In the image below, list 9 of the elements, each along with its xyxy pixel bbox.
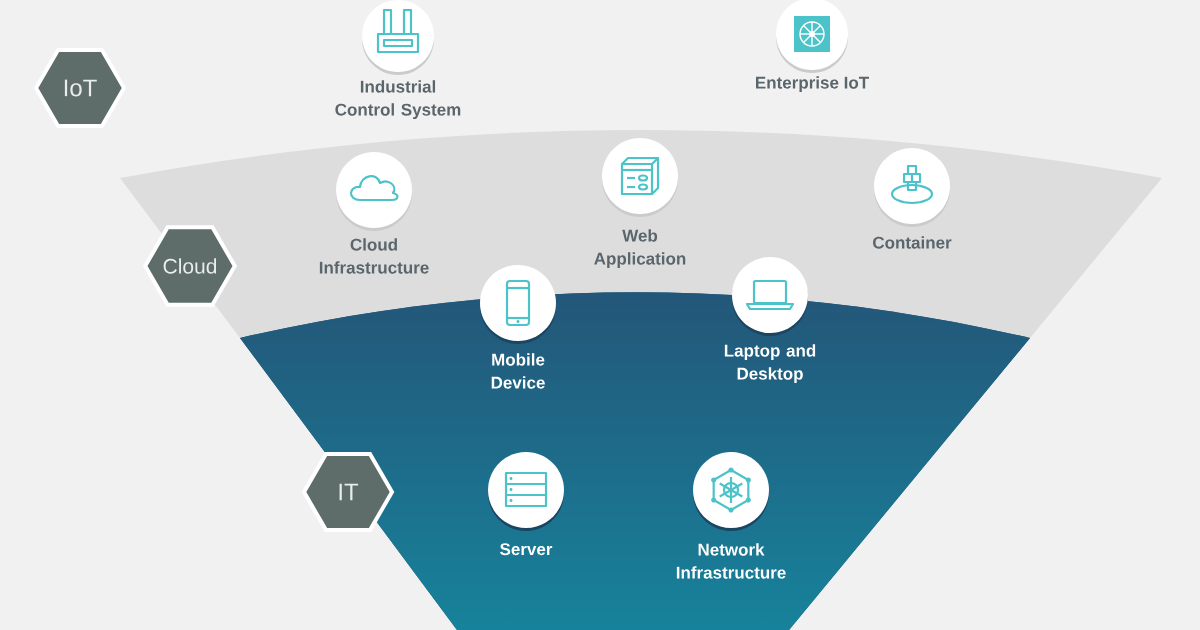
icon-label: Industrial Control System: [335, 80, 461, 120]
icon-label: Enterprise IoT: [756, 76, 869, 93]
icon-label: Server: [500, 543, 553, 556]
icon-label: Laptop and Desktop: [724, 344, 816, 384]
icon-label: Network Infrastructure: [676, 543, 786, 579]
icon-label: Cloud Infrastructure: [319, 238, 429, 274]
icon-label: Container: [873, 236, 952, 249]
icon-label: Web Application: [594, 229, 686, 269]
icon-label: Mobile Device: [491, 353, 545, 389]
